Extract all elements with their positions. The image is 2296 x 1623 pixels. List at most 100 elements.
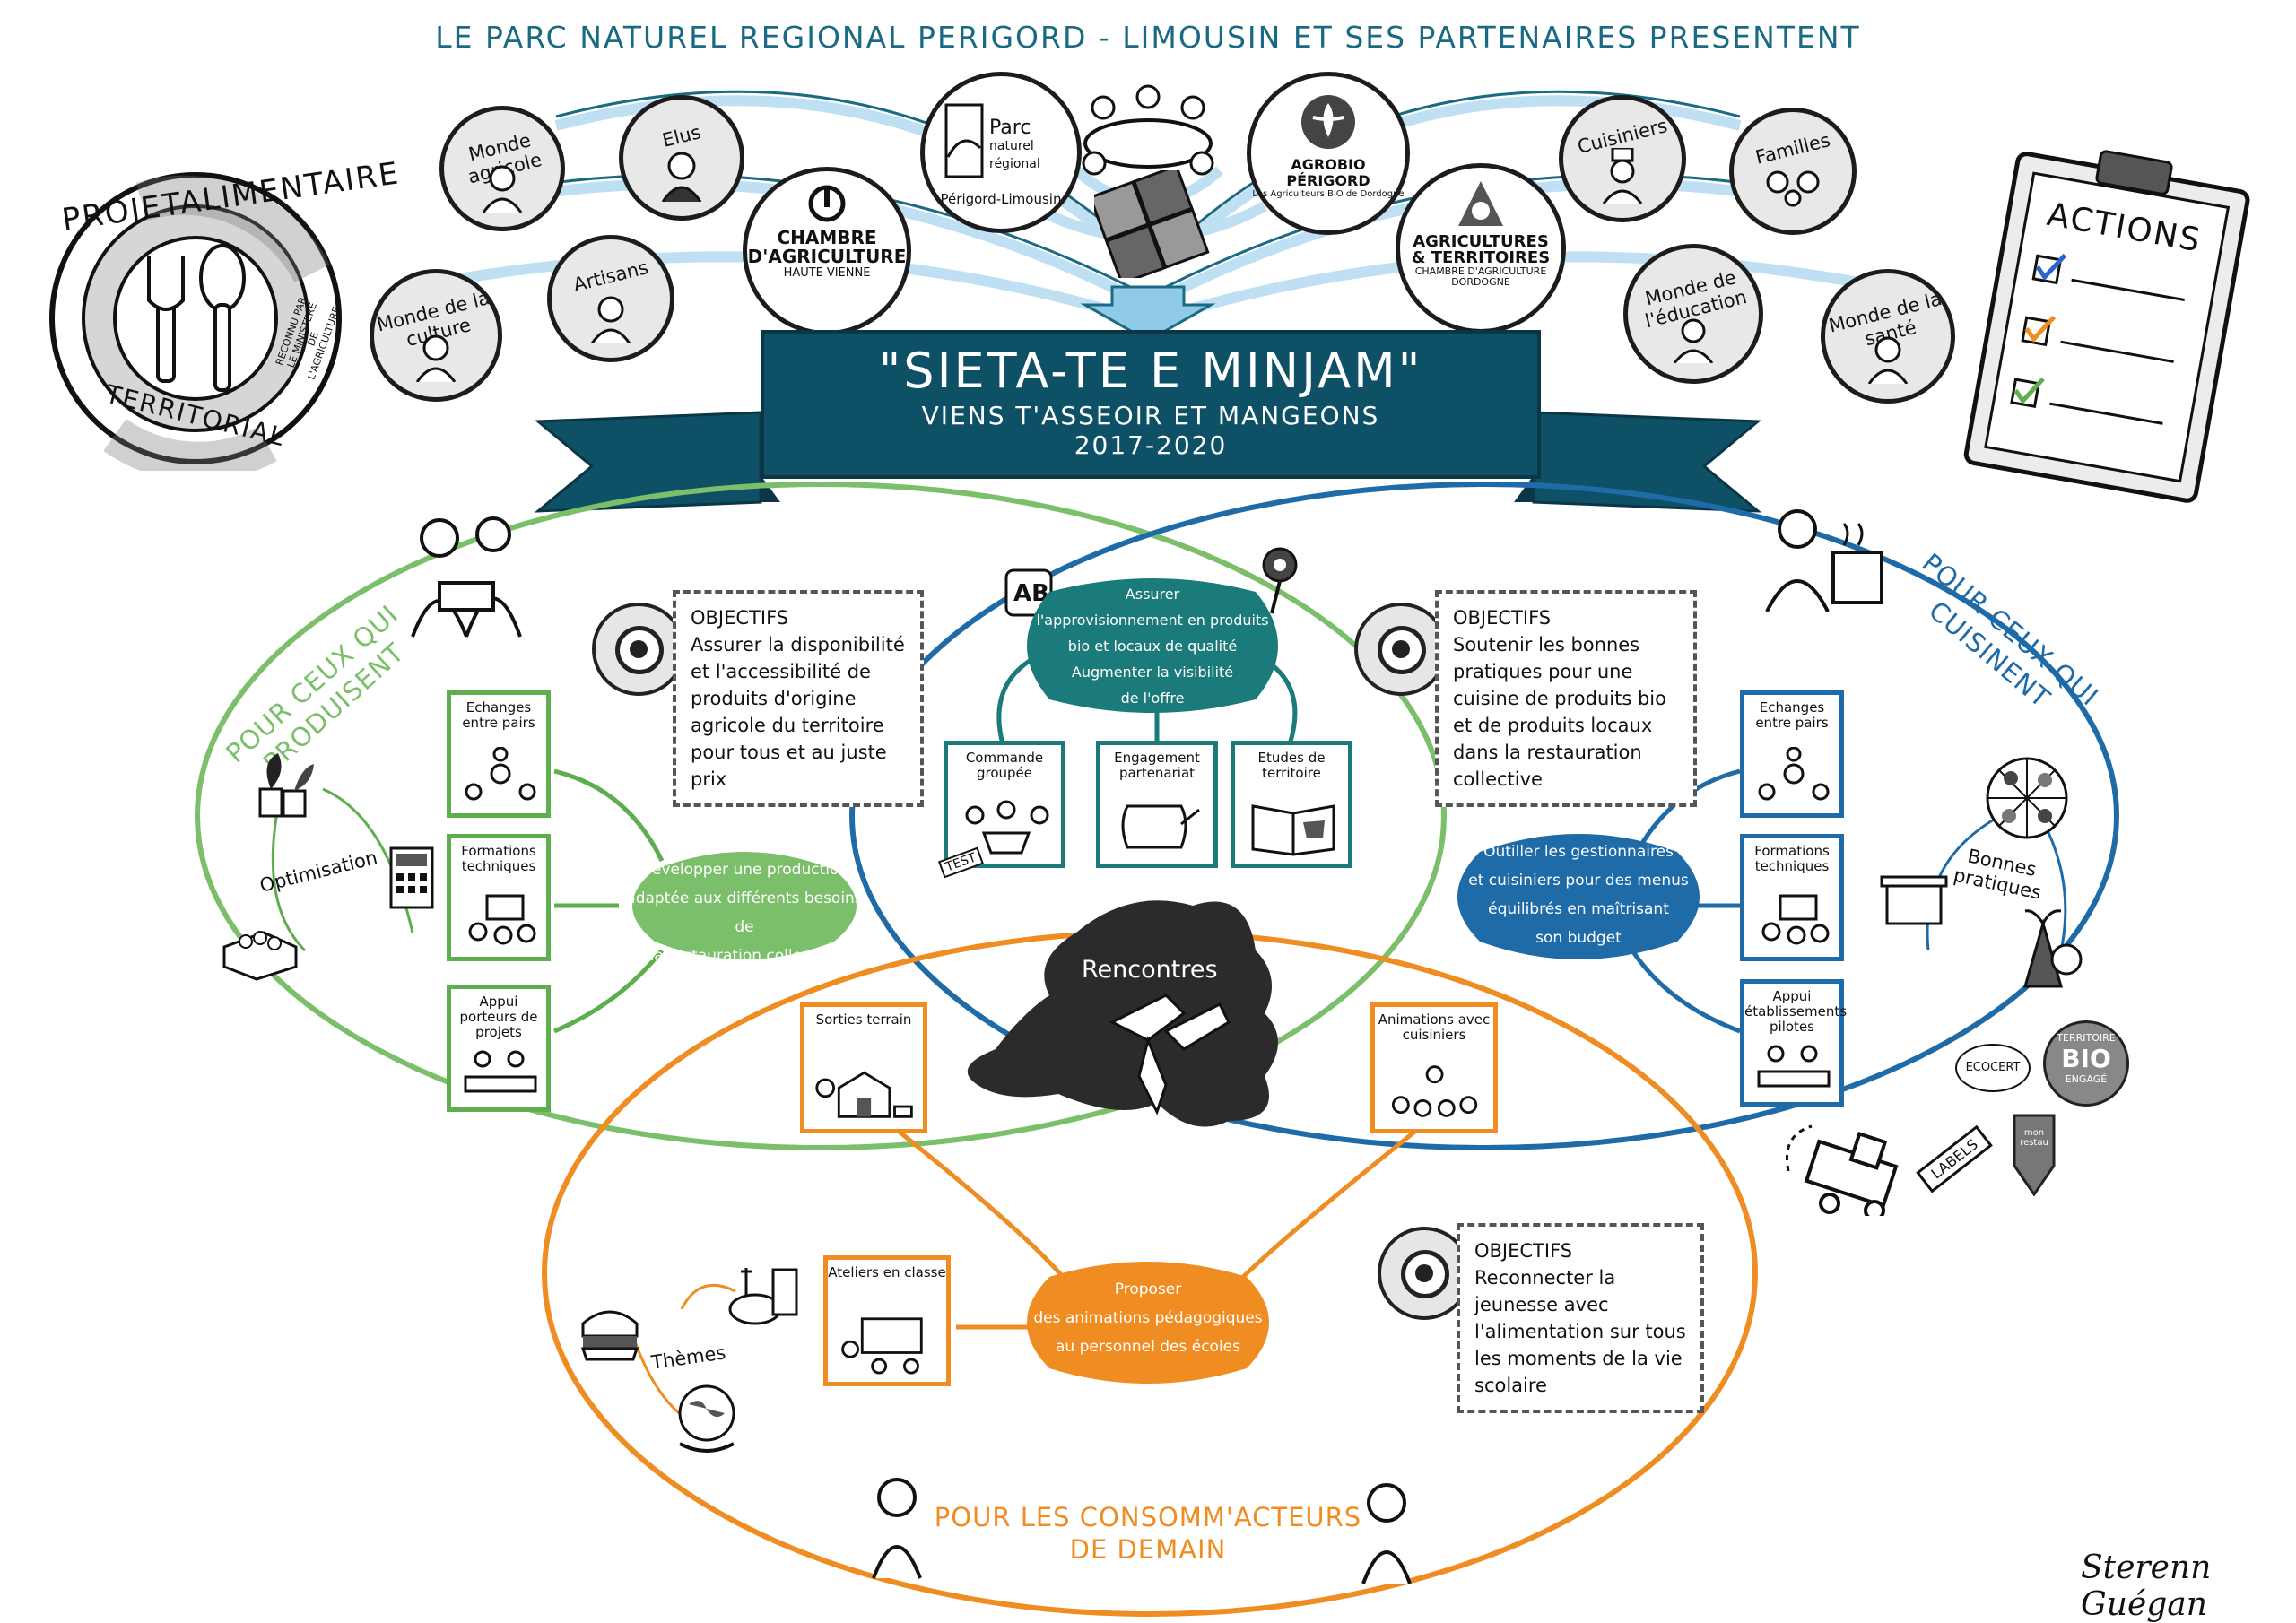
parc-text: Parc naturel régional xyxy=(989,117,1040,172)
sandwich-icon xyxy=(580,1310,639,1361)
center-bubble-text: Assurer l'approvisionnement en produits … xyxy=(1036,586,1269,707)
actor-monde-sante: Monde de la santé xyxy=(1821,269,1955,404)
food-groups-wheel-icon xyxy=(1986,757,2068,839)
bread-milk-icon xyxy=(728,1268,798,1325)
cooks-objectives: OBJECTIFS Soutenir les bonnes pratiques … xyxy=(1435,590,1697,807)
producers-action-echanges: Echanges entre pairs xyxy=(447,690,551,818)
main-banner: "SIETA-TE E MINJAM" VIENS T'ASSEOIR ET M… xyxy=(761,330,1541,479)
clipboard-icon xyxy=(1963,150,2250,503)
location-pin-icon xyxy=(1262,547,1298,614)
crate-icon xyxy=(222,931,298,981)
training-icon xyxy=(1761,894,1830,945)
consumers-connectors xyxy=(895,1128,1419,1330)
partner-agrobio-perigord: AGROBIO PÉRIGORD Les Agriculteurs BIO de… xyxy=(1247,72,1410,235)
chef-icon xyxy=(1602,148,1643,204)
agrobio-logo-icon xyxy=(1301,95,1355,149)
banner-years: 2017-2020 xyxy=(1074,430,1228,460)
training-icon xyxy=(468,894,536,945)
parc-logo-icon xyxy=(944,103,984,178)
territoire-bio-badge: TERRITOIRE BIO ENGAGÉ xyxy=(2043,1020,2129,1107)
consumers-title: POUR LES CONSOMM'ACTEURS DE DEMAIN xyxy=(934,1502,1362,1565)
consumers-action-ateliers: Ateliers en classe xyxy=(823,1255,951,1386)
actor-artisans: Artisans xyxy=(547,235,674,362)
center-action-commande: Commande groupée xyxy=(944,741,1065,868)
consumers-bubble: Proposer des animations pédagogiques au … xyxy=(1013,1255,1283,1390)
basket-icon xyxy=(965,800,1049,855)
producers-bubble-text: Développer une production adaptée aux di… xyxy=(626,861,863,965)
center-action-engagement: Engagement partenariat xyxy=(1096,741,1218,868)
fork-spoon-icon xyxy=(147,244,246,392)
consumers-action-animations: Animations avec cuisiniers xyxy=(1370,1002,1498,1133)
project-support-icon xyxy=(464,1050,537,1093)
cooks-action-formations: Formations techniques xyxy=(1740,834,1844,961)
producers-action-formations: Formations techniques xyxy=(447,834,551,961)
cooks-bubble: Outiller les gestionnaires et cuisiniers… xyxy=(1444,825,1713,968)
elected-official-icon xyxy=(661,152,702,203)
farm-visit-icon xyxy=(815,1071,913,1118)
down-arrow xyxy=(1080,285,1216,343)
chef-class-icon xyxy=(1391,1065,1478,1117)
family-icon xyxy=(1766,170,1820,207)
header-title: LE PARC NATUREL REGIONAL PERIGORD - LIMO… xyxy=(435,20,1861,55)
consumers-bubble-text: Proposer des animations pédagogiques au … xyxy=(1033,1280,1263,1356)
meeting-label: Rencontres xyxy=(1082,956,1218,984)
producers-bubble: Développer une production adaptée aux di… xyxy=(619,843,870,968)
green-ellipse xyxy=(195,482,1447,1150)
peer-exchange-icon xyxy=(1758,747,1830,801)
pilot-support-icon xyxy=(1757,1045,1831,1088)
actor-monde-culture: Monde de la culture xyxy=(370,269,502,402)
actor-familles: Familles xyxy=(1729,108,1857,235)
actor-cuisiniers: Cuisiniers xyxy=(1559,95,1686,222)
cook-with-pot-icon xyxy=(1765,509,1883,612)
open-book-icon xyxy=(1251,804,1335,856)
chambre-logo-icon xyxy=(808,185,846,222)
farmers-icon xyxy=(411,516,522,638)
banner-subtitle: VIENS T'ASSEOIR ET MANGEONS xyxy=(921,401,1380,430)
producers-connectors xyxy=(553,768,665,1034)
author-signature: Sterenn Guégan xyxy=(2081,1549,2212,1623)
girl-icon xyxy=(872,1478,922,1579)
boy-icon xyxy=(1361,1483,1412,1584)
round-table-icon xyxy=(1082,84,1214,176)
farmer-icon xyxy=(482,165,523,213)
ecocert-badge: ECOCERT xyxy=(1955,1044,2031,1092)
partner-chambre-haute-vienne: CHAMBRE D'AGRICULTURE HAUTE-VIENNE xyxy=(743,167,911,335)
consumers-action-sorties: Sorties terrain xyxy=(800,1002,927,1133)
actions-clipboard: ACTIONS xyxy=(1954,134,2261,513)
producers-target-icon xyxy=(592,603,685,696)
artisan-icon xyxy=(590,296,631,344)
puzzle-icon xyxy=(1094,170,1210,278)
health-person-icon xyxy=(1867,336,1909,385)
cooks-action-echanges: Echanges entre pairs xyxy=(1740,690,1844,818)
producers-objectives: OBJECTIFS Assurer la disponibilité et l'… xyxy=(673,590,924,807)
actor-monde-agricole: Monde agricole xyxy=(439,106,565,231)
actor-monde-education: Monde de l'éducation xyxy=(1623,244,1763,384)
cooks-target-icon xyxy=(1354,603,1448,696)
plants-icon xyxy=(258,753,314,818)
teacher-icon xyxy=(1673,318,1714,364)
scroll-contract-icon xyxy=(1121,804,1200,849)
producers-action-appui: Appui porteurs de projets xyxy=(447,985,551,1112)
pat-badge: PROJETALIMENTAIRE TERRITORIAL RECONNU PA… xyxy=(43,155,402,482)
agricultures-logo-icon xyxy=(1458,181,1503,226)
blue-ellipse xyxy=(849,482,2119,1150)
cooks-action-appui: Appui établissements pilotes xyxy=(1740,979,1847,1107)
cooks-bubble-text: Outiller les gestionnaires et cuisiniers… xyxy=(1468,843,1689,947)
vegetables-icon xyxy=(2023,909,2083,988)
cooking-pot-icon xyxy=(1880,875,1948,925)
mon-restau-badge: mon restau xyxy=(2009,1112,2059,1198)
partner-parc-naturel: Parc naturel régional Périgord-Limousin xyxy=(920,72,1082,233)
culture-person-icon xyxy=(415,334,457,383)
meeting-blob xyxy=(967,900,1278,1127)
peer-exchange-icon xyxy=(465,747,536,801)
center-action-etudes: Etudes de territoire xyxy=(1231,741,1352,868)
banner-title: "SIETA-TE E MINJAM" xyxy=(878,343,1423,399)
train-icon xyxy=(1786,1124,1899,1216)
center-bubble: Assurer l'approvisionnement en produits … xyxy=(1013,574,1292,717)
classroom-icon xyxy=(841,1317,923,1375)
actor-elus: Elus xyxy=(619,95,744,221)
calculator-icon xyxy=(389,846,434,909)
earth-hand-icon xyxy=(678,1384,735,1453)
consumers-objectives: OBJECTIFS Reconnecter la jeunesse avec l… xyxy=(1457,1223,1704,1413)
